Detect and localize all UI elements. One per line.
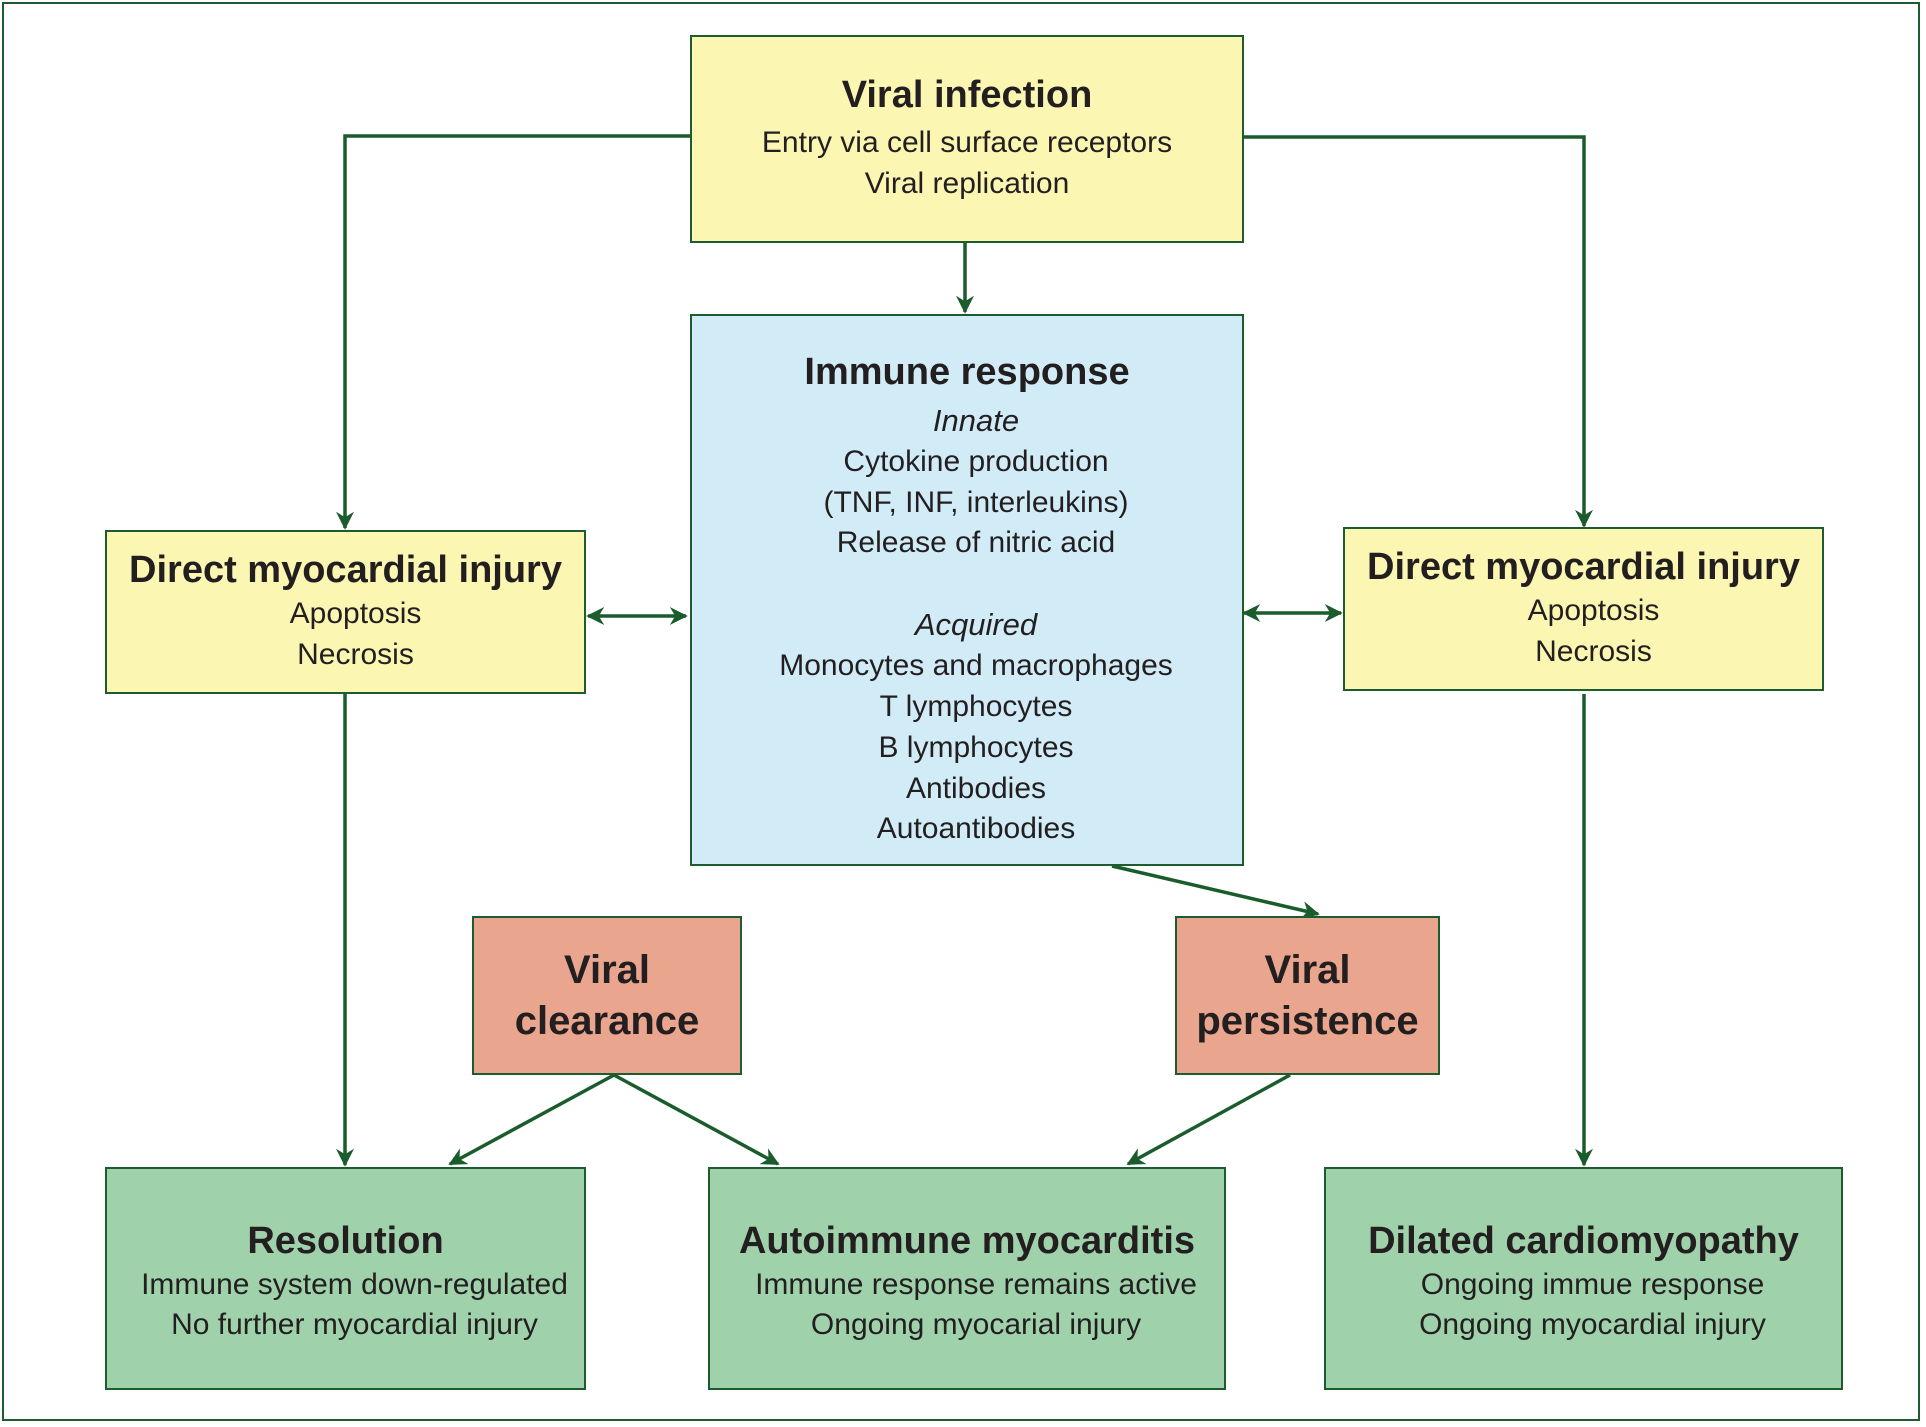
- acquired-item: Autoantibodies: [876, 812, 1076, 846]
- viral-clearance-line: clearance: [514, 998, 700, 1043]
- acquired-item: T lymphocytes: [879, 690, 1073, 724]
- viral-infection-line: Viral replication: [864, 166, 1070, 200]
- dilated-cardiomyopathy-line: Ongoing myocardial injury: [1419, 1308, 1766, 1342]
- viral-persistence-line: persistence: [1196, 998, 1419, 1043]
- immune-response-title: Immune response: [804, 351, 1130, 393]
- viral-infection-title: Viral infection: [841, 74, 1093, 117]
- resolution-line: No further myocardial injury: [171, 1308, 538, 1342]
- direct-injury-left-title: Direct myocardial injury: [129, 549, 562, 592]
- dilated-cardiomyopathy-line: Ongoing immue response: [1420, 1267, 1765, 1301]
- arrow-clearance-to-resolution: [448, 1073, 615, 1166]
- viral-infection-box: Viral infection Entry via cell surface r…: [690, 35, 1244, 243]
- autoimmune-myocarditis-line: Ongoing myocarial injury: [810, 1308, 1142, 1342]
- viral-clearance-box: Viral clearance: [472, 916, 742, 1075]
- direct-injury-left-box: Direct myocardial injury Apoptosis Necro…: [105, 530, 586, 694]
- viral-persistence-line: Viral: [1264, 948, 1351, 993]
- innate-item: Cytokine production: [843, 444, 1109, 478]
- resolution-line: Immune system down-regulated: [141, 1267, 568, 1301]
- dilated-cardiomyopathy-box: Dilated cardiomyopathy Ongoing immue res…: [1324, 1167, 1843, 1390]
- acquired-item: B lymphocytes: [878, 730, 1074, 764]
- direct-injury-right-box: Direct myocardial injury Apoptosis Necro…: [1343, 527, 1824, 691]
- innate-item: Release of nitric acid: [836, 526, 1116, 560]
- viral-persistence-box: Viral persistence: [1175, 916, 1440, 1075]
- arrow-immune-to-persistence: [1111, 864, 1320, 920]
- acquired-item: Monocytes and macrophages: [779, 649, 1173, 683]
- viral-clearance-line: Viral: [564, 948, 650, 993]
- direct-injury-left-line: Apoptosis: [289, 597, 422, 630]
- direct-injury-right-line: Apoptosis: [1527, 594, 1660, 627]
- direct-injury-right-line: Necrosis: [1535, 634, 1652, 668]
- arrow-infection-to-left-injury: [336, 134, 690, 530]
- arrow-clearance-to-autoimmune: [613, 1073, 780, 1166]
- direct-injury-left-line: Necrosis: [297, 637, 414, 671]
- resolution-box: Resolution Immune system down-regulated …: [105, 1167, 586, 1390]
- direct-injury-right-title: Direct myocardial injury: [1367, 546, 1800, 589]
- immune-response-box: Immune response Innate Cytokine producti…: [690, 314, 1244, 866]
- acquired-item: Antibodies: [905, 771, 1047, 805]
- viral-infection-line: Entry via cell surface receptors: [761, 126, 1173, 159]
- innate-item: (TNF, INF, interleukins): [823, 485, 1129, 519]
- arrow-persistence-to-autoimmune: [1126, 1073, 1291, 1166]
- autoimmune-myocarditis-box: Autoimmune myocarditis Immune response r…: [708, 1167, 1226, 1390]
- acquired-label: Acquired: [914, 607, 1038, 643]
- dilated-cardiomyopathy-title: Dilated cardiomyopathy: [1368, 1220, 1799, 1262]
- arrow-infection-to-right-injury: [1243, 135, 1593, 528]
- innate-label: Innate: [932, 402, 1020, 438]
- resolution-title: Resolution: [247, 1220, 444, 1262]
- autoimmune-myocarditis-line: Immune response remains active: [755, 1267, 1197, 1301]
- autoimmune-myocarditis-title: Autoimmune myocarditis: [738, 1220, 1196, 1262]
